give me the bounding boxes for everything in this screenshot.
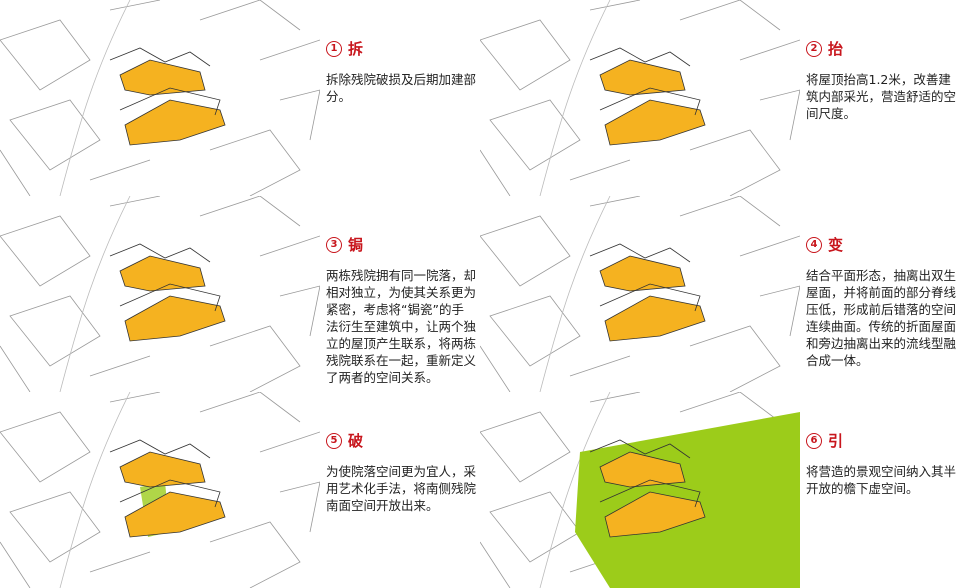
building-upper bbox=[109, 439, 211, 488]
step-description: 结合平面形态，抽离出双生屋面，并将前面的部分脊线压低，形成前后错落的空间连续曲面… bbox=[806, 268, 957, 368]
axonometric-diagram bbox=[480, 0, 800, 196]
building-upper bbox=[589, 47, 691, 96]
step-description: 将营造的景观空间纳入其半开放的檐下虚空间。 bbox=[806, 464, 957, 496]
site-map-lines bbox=[0, 196, 320, 392]
step-title-text: 拆 bbox=[348, 40, 364, 58]
building-lower bbox=[599, 87, 706, 146]
building-lower bbox=[599, 283, 706, 342]
building-upper bbox=[589, 439, 691, 488]
step-title-text: 锔 bbox=[348, 236, 364, 254]
step-description: 将屋顶抬高1.2米，改善建筑内部采光，营造舒适的空间尺度。 bbox=[806, 72, 957, 121]
axonometric-diagram bbox=[480, 392, 800, 588]
building-upper bbox=[109, 243, 211, 292]
building-upper bbox=[589, 243, 691, 292]
axonometric-diagram bbox=[0, 0, 320, 196]
axonometric-diagram bbox=[0, 392, 320, 588]
axonometric-diagram bbox=[0, 196, 320, 392]
building-lower bbox=[119, 479, 226, 538]
step-title-text: 抬 bbox=[828, 40, 844, 58]
step-number-badge: 6 bbox=[806, 432, 822, 449]
site-map-lines bbox=[0, 392, 320, 588]
building-upper bbox=[109, 47, 211, 96]
step-title-text: 变 bbox=[828, 236, 844, 254]
building-lower bbox=[599, 479, 706, 538]
step-number-badge: 4 bbox=[806, 236, 822, 253]
step-number-badge: 3 bbox=[326, 236, 342, 253]
site-map-lines bbox=[0, 0, 320, 196]
axonometric-diagram bbox=[480, 196, 800, 392]
step-number-badge: 1 bbox=[326, 40, 342, 57]
step-description: 两栋残院拥有同一院落，却相对独立，为使其关系更为紧密，考虑将“锔瓷”的手法衍生至… bbox=[326, 268, 477, 385]
step-description: 为使院落空间更为宜人，采用艺术化手法，将南侧残院南面空间开放出来。 bbox=[326, 464, 477, 513]
building-lower bbox=[119, 87, 226, 146]
step-description: 拆除残院破损及后期加建部分。 bbox=[326, 72, 477, 104]
step-title-text: 破 bbox=[348, 432, 364, 450]
site-map-lines bbox=[480, 196, 800, 392]
step-number-badge: 2 bbox=[806, 40, 822, 57]
site-map-lines bbox=[480, 0, 800, 196]
building-lower bbox=[119, 283, 226, 342]
step-title-text: 引 bbox=[828, 432, 844, 450]
step-number-badge: 5 bbox=[326, 432, 342, 449]
